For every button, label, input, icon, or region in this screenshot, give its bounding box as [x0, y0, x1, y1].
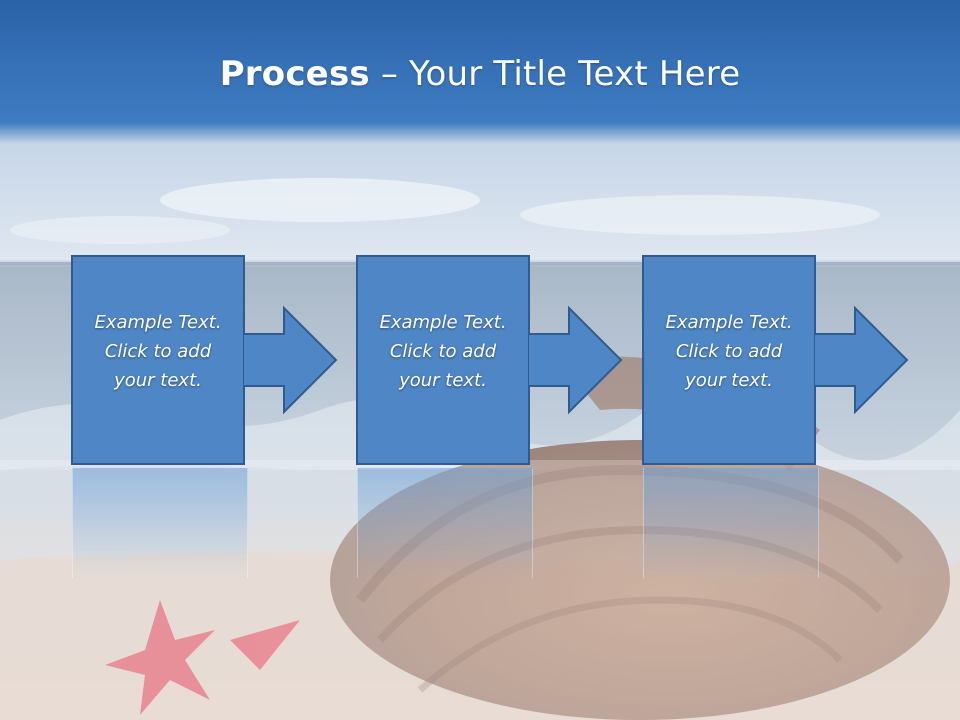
step-2-line-3: your text. — [399, 370, 487, 391]
step-1-shape — [71, 255, 338, 465]
step-2-shape — [356, 255, 623, 465]
step-1-line-3: your text. — [114, 370, 202, 391]
step-1-line-1: Example Text. — [94, 312, 222, 333]
right-arrow-icon — [529, 305, 623, 415]
process-step-2[interactable]: Example Text. Click to add your text. — [356, 255, 623, 466]
step-1-text[interactable]: Example Text. Click to add your text. — [80, 308, 236, 395]
right-arrow-icon — [815, 305, 909, 415]
step-1-reflection — [72, 468, 248, 578]
step-2-reflection — [357, 468, 533, 578]
starfish-illustration — [105, 600, 300, 715]
title-rest-text: – Your Title Text Here — [369, 54, 741, 94]
process-step-3[interactable]: Example Text. Click to add your text. — [642, 255, 909, 466]
step-3-reflection — [643, 468, 819, 578]
step-2-line-1: Example Text. — [379, 312, 507, 333]
title-bar: Process – Your Title Text Here — [0, 0, 960, 150]
step-3-line-2: Click to add — [675, 341, 783, 362]
step-3-line-3: your text. — [685, 370, 773, 391]
step-3-line-1: Example Text. — [665, 312, 793, 333]
step-3-shape — [642, 255, 909, 465]
step-3-text[interactable]: Example Text. Click to add your text. — [651, 308, 807, 395]
process-step-1[interactable]: Example Text. Click to add your text. — [71, 255, 338, 466]
step-2-text[interactable]: Example Text. Click to add your text. — [365, 308, 521, 395]
right-arrow-icon — [244, 305, 338, 415]
step-1-line-2: Click to add — [104, 341, 212, 362]
slide-title[interactable]: Process – Your Title Text Here — [220, 54, 741, 94]
step-2-line-2: Click to add — [389, 341, 497, 362]
title-bold-text: Process — [219, 54, 370, 94]
